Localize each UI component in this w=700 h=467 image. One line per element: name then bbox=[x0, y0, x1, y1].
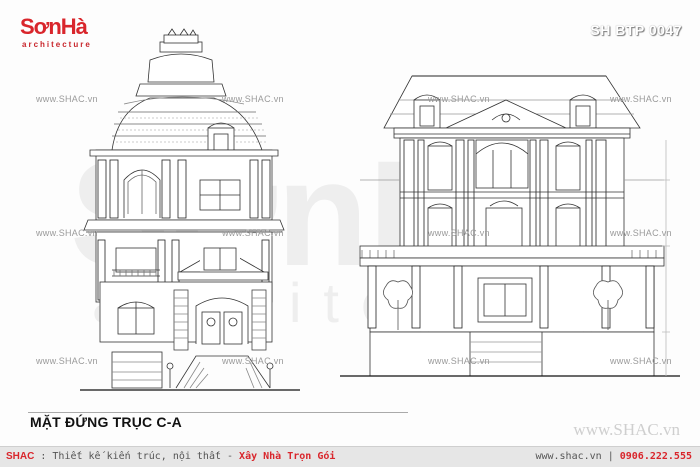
watermark-site: www.SHAC.vn bbox=[36, 356, 98, 366]
footer-bar: SHAC : Thiết kế kiến trúc, nội thất - Xâ… bbox=[0, 446, 700, 467]
footer-site-link[interactable]: www.shac.vn bbox=[535, 451, 602, 462]
watermark-site: www.SHAC.vn bbox=[428, 228, 490, 238]
title-divider bbox=[28, 412, 408, 413]
drawing-code: SH BTP 0047 bbox=[590, 22, 682, 38]
watermark-site: www.SHAC.vn bbox=[222, 356, 284, 366]
watermark-site: www.SHAC.vn bbox=[222, 228, 284, 238]
site-watermark-large: www.SHAC.vn bbox=[573, 420, 680, 439]
watermark-site: www.SHAC.vn bbox=[222, 94, 284, 104]
watermark-site: www.SHAC.vn bbox=[428, 94, 490, 104]
footer-divider: | bbox=[601, 451, 620, 462]
footer-left: SHAC : Thiết kế kiến trúc, nội thất - Xâ… bbox=[6, 451, 335, 462]
watermark-site: www.SHAC.vn bbox=[610, 228, 672, 238]
brand-logo-text: SơnHà bbox=[20, 14, 88, 39]
footer-right: www.shac.vn | 0906.222.555 bbox=[535, 451, 692, 462]
footer-tagline: Thiết kế kiến trúc, nội thất - bbox=[52, 451, 240, 462]
right-elevation bbox=[340, 75, 680, 377]
drawing-title: MẶT ĐỨNG TRỤC C-A bbox=[30, 414, 182, 430]
footer-brand: SHAC bbox=[6, 451, 35, 462]
footer-slogan: Xây Nhà Trọn Gói bbox=[239, 451, 336, 462]
left-elevation bbox=[80, 28, 300, 391]
watermark-site: www.SHAC.vn bbox=[428, 356, 490, 366]
watermark-site: www.SHAC.vn bbox=[36, 94, 98, 104]
footer-phone[interactable]: 0906.222.555 bbox=[619, 451, 692, 462]
footer-separator: : bbox=[34, 451, 53, 462]
brand-logo-subtitle: architecture bbox=[22, 40, 92, 49]
watermark-site: www.SHAC.vn bbox=[36, 228, 98, 238]
brand-logo: SơnHà architecture bbox=[20, 14, 130, 56]
watermark-site: www.SHAC.vn bbox=[610, 94, 672, 104]
watermark-site: www.SHAC.vn bbox=[610, 356, 672, 366]
